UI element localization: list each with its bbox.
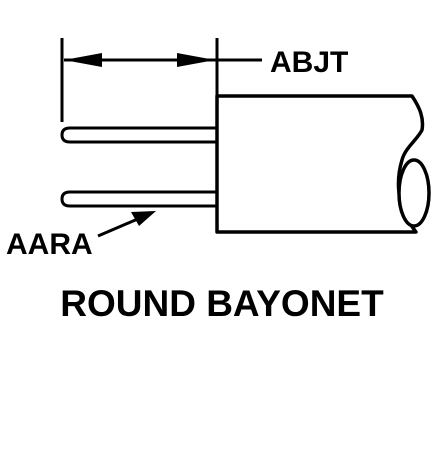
pin-callout-label: AARA — [6, 228, 93, 261]
upper-pin — [60, 126, 217, 144]
left-arrowhead — [64, 53, 102, 67]
right-arrowhead — [177, 53, 215, 67]
dimension-extension-lines — [60, 38, 219, 122]
bayonet-pins — [60, 126, 217, 208]
pin-leader-arrowhead — [131, 211, 156, 226]
broken-end-ellipse — [397, 158, 431, 228]
length-callout-label: ABJT — [270, 46, 348, 79]
pin-leader — [97, 211, 156, 238]
lower-pin — [60, 190, 217, 208]
cylinder-body — [215, 94, 431, 234]
diagram-caption: ROUND BAYONET — [60, 283, 384, 324]
dimension-line — [64, 53, 262, 67]
